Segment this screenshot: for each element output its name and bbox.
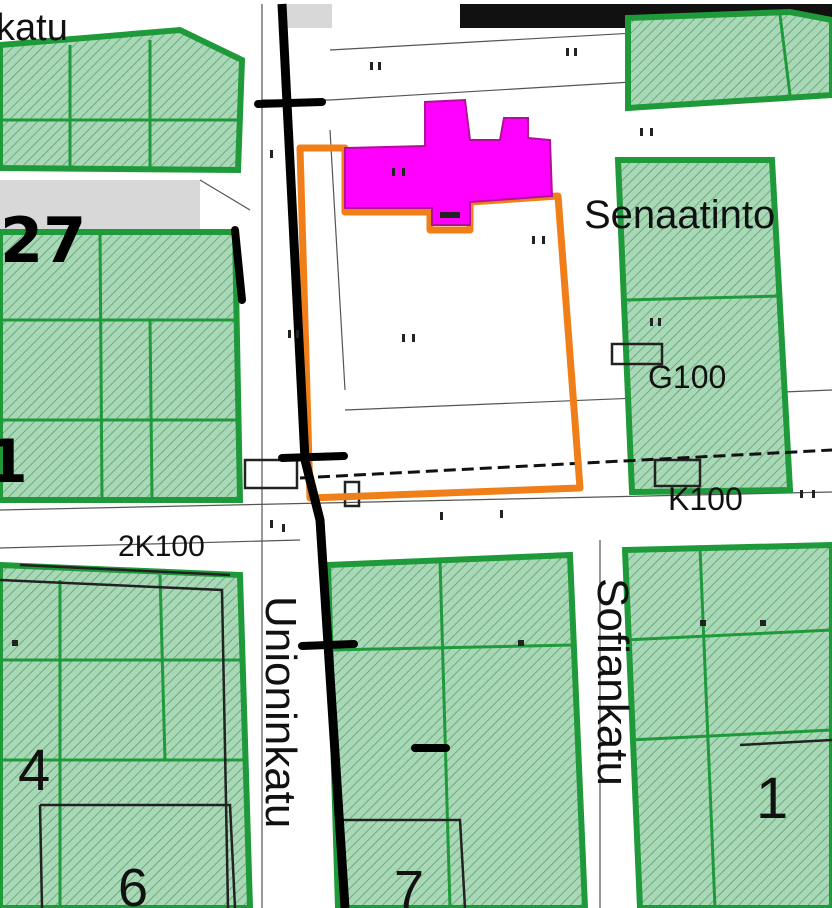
street-strip [0, 180, 200, 230]
zone-label-2k100: 2K100 [118, 530, 205, 563]
street-strip-top [282, 4, 332, 28]
street-label-sofiankatu: Sofiankatu [588, 578, 637, 786]
street-label-unioninkatu: Unioninkatu [256, 596, 305, 828]
sub-block-outlines [0, 342, 832, 908]
street-label-senaatintori: Senaatinto [584, 193, 775, 237]
dashed-boundary [299, 448, 832, 480]
zone-label-g100: G100 [648, 359, 726, 395]
block-number-6: 6 [118, 858, 148, 908]
building-mark [440, 212, 460, 218]
block-number-left-edge: 1 [0, 427, 28, 497]
block-number-4: 4 [18, 738, 50, 803]
highlighted-building [344, 98, 554, 226]
tram-line-ticks [231, 98, 450, 752]
block-number-7: 7 [394, 860, 424, 908]
zone-label-k100: K100 [668, 481, 743, 517]
small-markings [12, 48, 815, 646]
block-number-1: 1 [756, 766, 788, 831]
block-number-27: 27 [0, 204, 86, 277]
tram-line [277, 3, 350, 908]
street-label-top-left: katu [0, 7, 68, 49]
block-dividers [0, 14, 832, 908]
